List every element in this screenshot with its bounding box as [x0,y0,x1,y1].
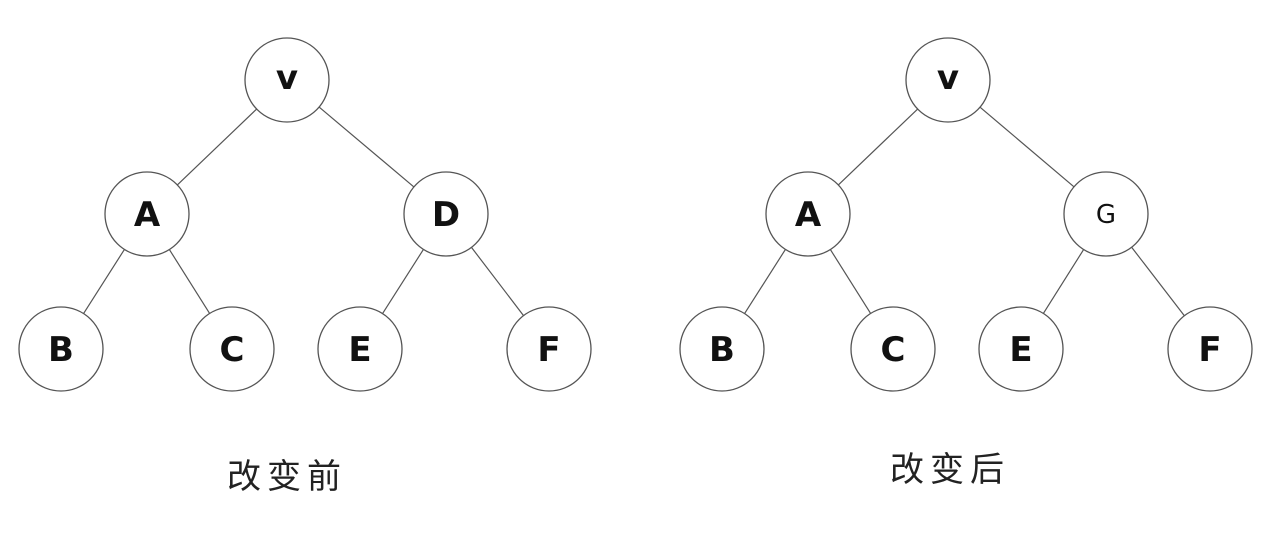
edge-A-C [829,249,872,314]
node-label: E [348,330,371,370]
node-circle [317,306,403,392]
node-v: v [244,37,330,123]
node-E: E [978,306,1064,392]
node-label: A [795,195,822,235]
node-circle [18,306,104,392]
node-A: A [765,171,851,257]
edge-A-B [83,249,125,314]
node-circle [850,306,936,392]
node-label: C [881,330,906,370]
node-label: G [1096,200,1116,230]
node-label: v [937,58,959,98]
edge-v-G [979,106,1075,188]
node-circle [978,306,1064,392]
node-circle [403,171,489,257]
edge-D-E [382,249,424,314]
node-label: D [432,195,460,235]
node-circle [244,37,330,123]
node-circle [189,306,275,392]
node-v: v [905,37,991,123]
node-G: G [1063,171,1149,257]
edge-v-A [837,108,919,186]
node-F: F [1167,306,1253,392]
node-circle [506,306,592,392]
node-label: A [134,195,161,235]
edge-A-C [168,249,211,314]
edge-D-F [470,247,525,316]
node-label: F [1198,330,1221,370]
edge-v-D [318,106,415,188]
node-F: F [506,306,592,392]
node-circle [679,306,765,392]
node-B: B [18,306,104,392]
node-label: E [1009,330,1032,370]
caption-before: 改变前 [227,457,347,497]
caption-after: 改变后 [890,450,1010,490]
edge-G-F [1131,246,1185,317]
node-circle [905,37,991,123]
node-label: F [537,330,560,370]
node-label: B [709,330,735,370]
node-label: C [220,330,245,370]
node-circle [1167,306,1253,392]
node-A: A [104,171,190,257]
node-E: E [317,306,403,392]
node-label: v [276,58,298,98]
tree-before: vA D B C E F [18,37,592,392]
edge-v-A [176,108,258,186]
edge-A-B [744,249,786,314]
node-D: D [403,171,489,257]
node-B: B [679,306,765,392]
node-C: C [850,306,936,392]
node-circle [1063,171,1149,257]
edge-G-E [1042,249,1085,314]
node-circle [104,171,190,257]
node-label: B [48,330,74,370]
node-circle [765,171,851,257]
tree-after: vA G B C E F [679,37,1253,392]
node-C: C [189,306,275,392]
